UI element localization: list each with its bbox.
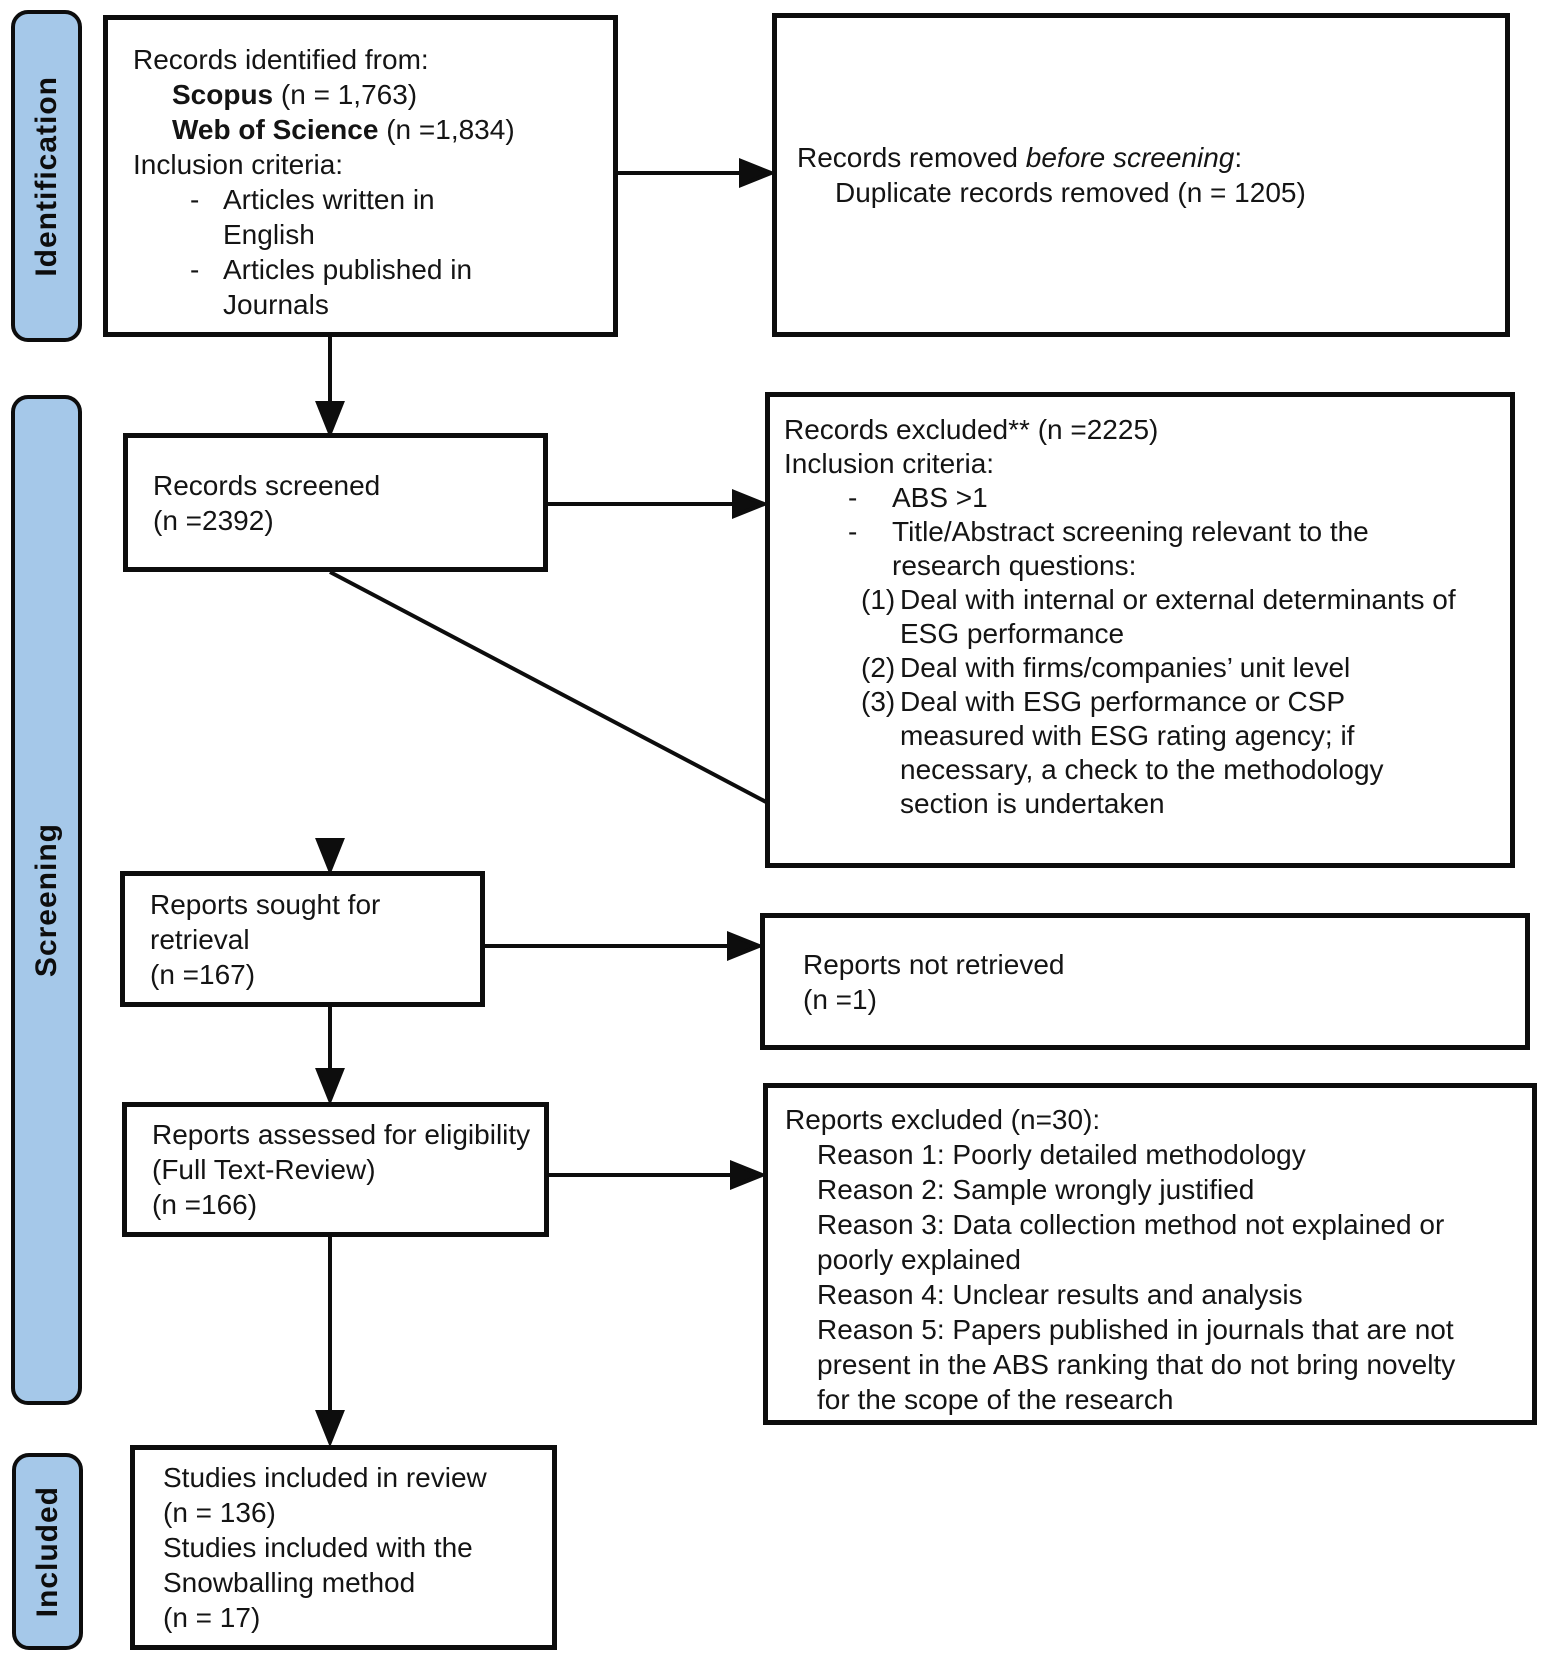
criteria-numbered-item: (1) Deal with internal or external deter… [861,584,1456,649]
exclusion-reason: Reason 2: Sample wrongly justified [817,1174,1255,1205]
reports-assessed-count: (n =166) [152,1189,258,1220]
box-reports-sought: Reports sought for retrieval (n =167) [120,871,485,1007]
reports-sought-count: (n =167) [150,958,256,990]
records-screened-line: Records screened [153,469,381,501]
box-records-identified: Records identified from: Scopus (n = 1,7… [103,15,618,337]
studies-snowballing-line: Studies included with the [163,1532,473,1563]
stage-bar-identification: Identification [11,10,82,342]
reports-not-retrieved-line: Reports not retrieved [803,948,1065,980]
inclusion-criteria-heading: Inclusion criteria: [133,149,344,180]
criteria-numbered-item: (2) Deal with firms/companies’ unit leve… [861,652,1351,683]
stage-label-identification: Identification [29,75,63,277]
box-studies-included: Studies included in review (n = 136) Stu… [130,1445,557,1650]
arrow-screened-to-sought [329,570,843,844]
exclusion-reason: Reason 1: Poorly detailed methodology [817,1139,1306,1170]
reports-sought-line: Reports sought for retrieval [150,888,381,955]
stage-bar-screening: Screening [11,395,82,1405]
box-reports-assessed: Reports assessed for eligibility (Full T… [122,1102,549,1237]
source-scopus: Scopus (n = 1,763) [172,79,418,110]
exclusion-reason: Reason 5: Papers published in journals t… [817,1314,1456,1415]
source-web-of-science: Web of Science (n =1,834) [172,114,515,145]
box-records-removed: Records removed before screening: Duplic… [772,13,1510,337]
reports-excluded-line: Reports excluded (n=30): [785,1104,1101,1135]
box-reports-not-retrieved: Reports not retrieved (n =1) [760,913,1530,1050]
duplicates-removed-line: Duplicate records removed (n = 1205) [835,177,1306,208]
criteria-bullet: - ABS >1 [848,482,988,513]
criteria-numbered-item: (3) Deal with ESG performance or CSP mea… [861,686,1384,819]
records-screened-count: (n =2392) [153,504,274,536]
stage-label-included: Included [30,1485,64,1618]
stage-bar-included: Included [12,1453,83,1650]
records-identified-line: Records identified from: [133,44,429,75]
studies-included-count: (n = 136) [163,1497,276,1528]
criteria-bullet: - Articles written in English [190,184,435,250]
reports-assessed-line: Reports assessed for eligibility [152,1119,531,1150]
criteria-bullet: - Articles published in Journals [190,254,473,320]
studies-snowballing-count: (n = 17) [163,1602,261,1633]
inclusion-criteria-heading: Inclusion criteria: [784,448,995,479]
reports-not-retrieved-count: (n =1) [803,983,877,1015]
box-records-screened: Records screened (n =2392) [123,433,548,572]
studies-snowballing-line2: Snowballing method [163,1567,416,1598]
stage-label-screening: Screening [29,822,63,978]
box-records-excluded: Records excluded** (n =2225) Inclusion c… [765,392,1515,868]
records-removed-line: Records removed before screening: [797,142,1243,173]
records-excluded-line: Records excluded** (n =2225) [784,414,1159,445]
criteria-bullet: - Title/Abstract screening relevant to t… [848,516,1369,581]
exclusion-reason: Reason 3: Data collection method not exp… [817,1209,1445,1275]
reports-assessed-subline: (Full Text-Review) [152,1154,376,1185]
studies-included-line: Studies included in review [163,1462,487,1493]
box-reports-excluded: Reports excluded (n=30): Reason 1: Poorl… [763,1083,1537,1425]
exclusion-reason: Reason 4: Unclear results and analysis [817,1279,1303,1310]
